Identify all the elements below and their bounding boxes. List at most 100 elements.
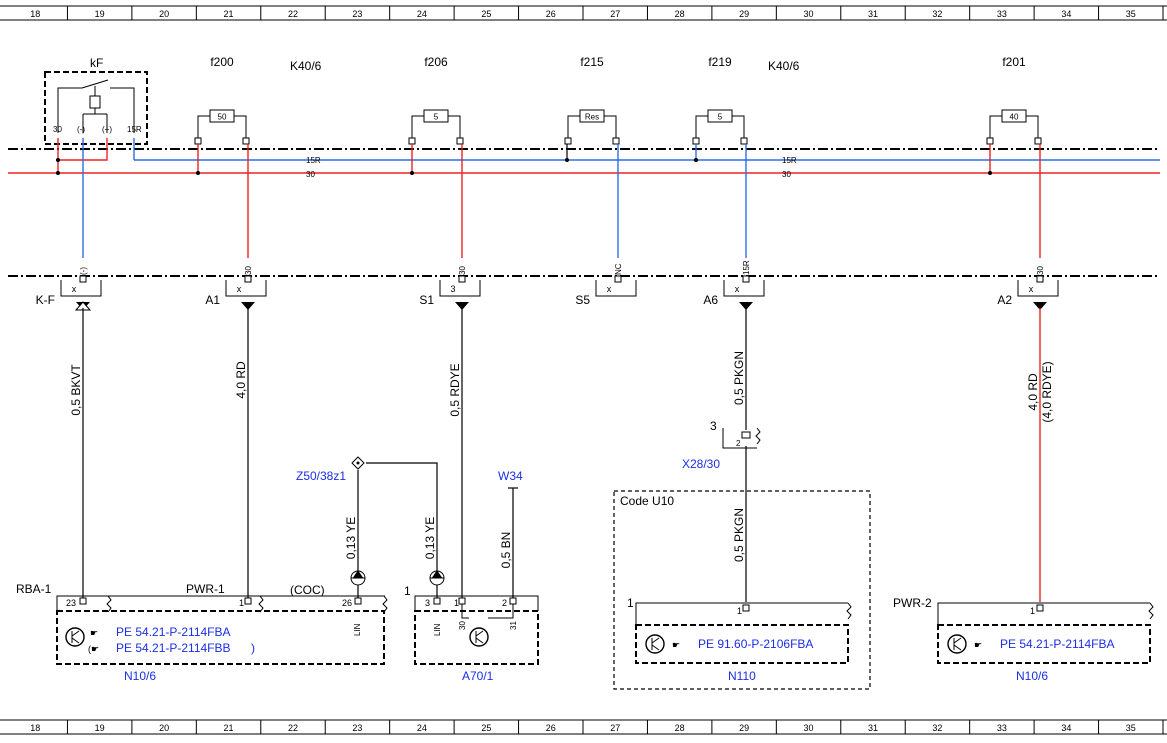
wire-label: 0,13 YE — [344, 517, 358, 559]
pin-signal: 31 — [509, 621, 518, 630]
connector-pin: 15R — [742, 260, 751, 275]
connector-code: 3 — [450, 284, 455, 294]
pin-signal: LIN — [353, 623, 362, 636]
wire-label: 0,5 RDYE — [448, 363, 462, 416]
pin-label-rba-1: RBA-1 — [16, 582, 52, 596]
fuse-icon — [209, 109, 235, 123]
grid-column-number: 25 — [481, 9, 491, 19]
splice-dot — [356, 461, 360, 465]
grid-column-number: 19 — [95, 9, 105, 19]
grid-column-number: 27 — [610, 9, 620, 19]
fuse-icon — [579, 109, 605, 123]
grid-column-number: 29 — [739, 9, 749, 19]
connector-label: A2 — [997, 293, 1012, 307]
pin-number: 3 — [425, 598, 430, 608]
grid-column-number: 22 — [288, 9, 298, 19]
grid-column-number: 28 — [675, 723, 685, 733]
ref-link[interactable]: PE 91.60-P-2106FBA — [698, 637, 813, 651]
internal-wiring — [461, 604, 514, 619]
module-a70-1: 1 3 1 2 LIN 30 31 A70/1 — [404, 584, 539, 683]
ref-link[interactable]: PE 54.21-P-2114FBA — [1000, 637, 1115, 651]
fuse-terminal — [408, 137, 416, 145]
pin-number: 1 — [239, 598, 244, 608]
module-top-edge — [937, 602, 1150, 625]
grid-column-number: 31 — [868, 9, 878, 19]
module-body — [56, 610, 385, 665]
connector-terminal — [79, 275, 87, 283]
fuse-label: f215 — [580, 55, 604, 69]
connector-arrow-icon — [739, 302, 753, 310]
fuse-icon — [707, 109, 733, 123]
wire-label: 0,5 PKGN — [732, 351, 746, 405]
fuse-rating: 5 — [718, 113, 723, 122]
connector-pin: 30 — [244, 266, 253, 275]
grid-column-number: 30 — [804, 723, 814, 733]
break-icon — [382, 595, 388, 613]
connector-pin: (-) — [79, 267, 88, 275]
relay-feed-wires — [57, 138, 108, 173]
wire-label: 4,0 RD — [1026, 373, 1040, 411]
wire-label: 0,5 PKGN — [732, 508, 746, 562]
bus-label-15r: 15R — [782, 156, 797, 165]
pin-signal: LIN — [433, 623, 442, 636]
break-icon — [106, 595, 112, 613]
x28-break-icon — [755, 427, 761, 445]
relay-label: kF — [90, 56, 103, 70]
pointer-hand-icon: ☛ — [90, 628, 98, 638]
ref-link[interactable]: PE 54.21-P-2114FBA — [116, 625, 231, 639]
grid-column-number: 20 — [159, 723, 169, 733]
bus-label-30: 30 — [782, 170, 791, 179]
grid-column-number: 18 — [30, 9, 40, 19]
connector-code: x — [607, 284, 612, 294]
grid-column-number: 35 — [1126, 723, 1136, 733]
junction-dot — [565, 158, 569, 162]
pin-terminal — [742, 604, 750, 612]
pin-terminal — [433, 597, 441, 605]
fuse-rating: Res — [585, 113, 599, 122]
transistor-icon — [65, 627, 85, 647]
wire-label: 4,0 RD — [234, 361, 248, 399]
connector-housing — [225, 280, 267, 297]
x28-sub-pin: 2 — [736, 439, 741, 448]
inline-connector-icon — [350, 570, 366, 586]
module-name: A70/1 — [462, 669, 494, 683]
ref-x28: X28/30 — [682, 457, 720, 471]
module-index: 1 — [627, 596, 634, 610]
ref-link[interactable]: PE 54.21-P-2114FBB — [116, 641, 231, 655]
junction-dot — [196, 171, 200, 175]
fuse-label: f200 — [210, 55, 234, 69]
fuse-terminal — [692, 137, 700, 145]
module-n10-6-right: PWR-2 1 ☛ PE 54.21-P-2114FBA N10/6 — [893, 596, 1151, 683]
connector-terminal — [1036, 275, 1044, 283]
transistor-icon — [469, 627, 489, 647]
fuse-block-label: K40/6 — [768, 59, 800, 73]
fuse-terminal — [564, 137, 572, 145]
connector-arrow-icon — [1033, 302, 1047, 310]
relay-pin-minus: (-) — [77, 125, 85, 134]
break-icon — [258, 595, 264, 613]
module-n10-6-left: RBA-1 23 PWR-1 1 26 LIN ☛ (☛ PE 54.21-P-… — [16, 582, 385, 683]
connector-code: x — [237, 284, 242, 294]
fuse-icon — [1001, 109, 1027, 123]
fuse-block-label: K40/6 — [290, 59, 322, 73]
module-n110: 1 1 ☛ PE 91.60-P-2106FBA N110 — [627, 596, 849, 683]
fuse-wiring — [695, 115, 745, 138]
pin-number: 2 — [502, 598, 507, 608]
x28-connector — [722, 428, 757, 449]
relay-control-wires — [82, 138, 135, 258]
relay-kf: kF 30 (-) (+) 15R — [44, 56, 148, 258]
wire-label: 0,5 BN — [499, 532, 513, 569]
connector-arrow-icon — [241, 302, 255, 310]
pin-number: 23 — [66, 598, 76, 608]
pin-terminal — [1036, 604, 1044, 612]
module-terminals — [79, 595, 1154, 620]
module-body — [414, 610, 539, 665]
pin-signal: 30 — [458, 621, 467, 630]
relay-pin-30: 30 — [53, 125, 62, 134]
wire-label: 0,5 BKVT — [69, 364, 83, 416]
